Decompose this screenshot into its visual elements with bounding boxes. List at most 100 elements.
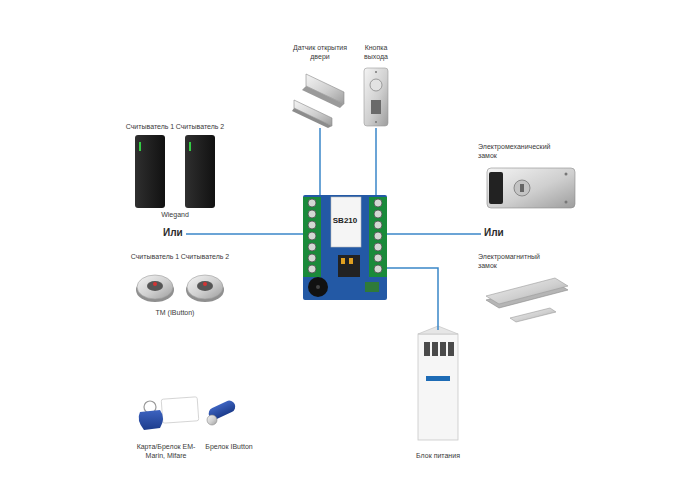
controller-illustration-part	[369, 197, 387, 277]
or-line-part	[186, 233, 303, 235]
wiegand-reader-illustration-part	[185, 135, 215, 208]
power-supply-illustration-part	[432, 342, 438, 356]
device-label: Считыватель 1	[126, 123, 175, 132]
power-supply-illustration-part	[440, 342, 446, 356]
electromechanical-lock-illustration-part	[514, 180, 530, 196]
wiegand-reader: Считыватель 1	[124, 123, 176, 210]
controller-illustration-part	[308, 277, 328, 297]
wire-connector	[387, 268, 438, 330]
electromechanical-lock-illustration-part	[487, 168, 575, 208]
electromechanical-lock-illustration-part	[489, 172, 503, 204]
terminal-screw-part	[308, 265, 316, 273]
wiegand-reader-illustration-part	[139, 142, 141, 151]
device-label: Брелок IButton	[205, 443, 252, 452]
terminal-screw-part	[308, 254, 316, 262]
wiegand-reader-illustration-part	[189, 142, 191, 151]
terminal-screw-part	[374, 243, 382, 251]
touch-memory-reader-illustration-part	[153, 282, 157, 286]
controller-board: SB210	[303, 195, 387, 300]
terminal-screw-part	[374, 221, 382, 229]
terminal-screw-part	[374, 232, 382, 240]
terminal-screw-part	[308, 232, 316, 240]
ibutton-fob-illustration	[207, 399, 237, 425]
terminal-screw-part	[308, 210, 316, 218]
terminal-screw-part	[308, 221, 316, 229]
exit-button: Кнопка выхода	[356, 44, 396, 128]
ibutton-fob: Брелок IButton	[200, 396, 258, 451]
device-label: Блок питания	[416, 452, 460, 461]
electromechanical-lock-illustration-part	[520, 184, 524, 192]
wiegand-reader-illustration-part	[135, 135, 165, 208]
touch-memory-reader-illustration-part	[147, 281, 163, 291]
power-supply-illustration-part	[426, 376, 450, 381]
interface-label: TM (IButton)	[156, 309, 195, 316]
controller-illustration-part	[365, 282, 379, 292]
touch-memory-reader-illustration-part	[203, 282, 207, 286]
wiegand-reader-illustration	[135, 135, 215, 208]
controller-illustration-part	[303, 195, 387, 300]
terminal-screw-part	[374, 254, 382, 262]
controller-illustration-part	[349, 258, 353, 264]
electromechanical-lock: Электромеханический замок	[478, 143, 578, 213]
controller-illustration-part	[338, 255, 360, 277]
device-label: Карта/Брелок EM-Marin, Mifare	[128, 443, 204, 460]
device-label: Датчик открытия двери	[292, 44, 348, 61]
card-fob-illustration-part	[161, 397, 199, 423]
device-label: Считыватель 2	[176, 123, 225, 132]
exit-button-illustration-part	[375, 71, 377, 73]
power-supply-illustration-part	[418, 334, 458, 440]
controller-illustration-part	[316, 285, 320, 289]
device-label: SB210	[333, 217, 357, 226]
terminal-screw-part	[308, 243, 316, 251]
power-supply-illustration-part	[418, 326, 458, 334]
card-fob: Карта/Брелок EM-Marin, Mifare	[128, 394, 204, 460]
touch-memory-reader-illustration	[136, 275, 224, 302]
card-fob-illustration-part	[139, 410, 163, 430]
exit-button-illustration-part	[375, 121, 377, 123]
power-supply-illustration	[418, 326, 458, 440]
alternative-label: Или	[163, 227, 183, 238]
controller-illustration-part	[341, 258, 345, 264]
terminal-screw-part	[308, 199, 316, 207]
device-label: Кнопка выхода	[356, 44, 396, 61]
wiegand-reader: Считыватель 2	[174, 123, 226, 210]
power-supply-illustration-part	[448, 342, 454, 356]
touch-memory-reader: Считыватель 1	[124, 253, 186, 303]
electromechanical-lock-illustration-part	[565, 173, 568, 176]
touch-memory-reader: Считыватель 2	[174, 253, 236, 303]
controller-illustration-part	[303, 197, 321, 277]
device-label: Считыватель 2	[181, 253, 230, 262]
terminal-screw-part	[374, 210, 382, 218]
card-fob-illustration	[139, 397, 199, 430]
door-sensor-illustration-part	[302, 86, 344, 108]
electromagnetic-lock: Электромагнитный замок	[478, 253, 578, 328]
controller-illustration	[303, 195, 387, 300]
wire-connector	[319, 128, 321, 195]
touch-memory-reader-illustration-part	[187, 275, 223, 299]
ibutton-fob-illustration-part	[207, 415, 217, 425]
electromagnetic-lock-illustration	[486, 278, 568, 322]
door-sensor-illustration	[292, 74, 344, 128]
door-sensor-illustration-part	[292, 108, 332, 128]
power-supply-illustration-part	[424, 342, 430, 356]
exit-button-illustration-part	[364, 68, 388, 126]
door-sensor: Датчик открытия двери	[292, 44, 348, 128]
electromagnetic-lock-illustration-part	[510, 308, 556, 322]
exit-button-illustration-part	[370, 79, 382, 91]
wire-connector	[375, 128, 377, 195]
terminal-screw-part	[374, 199, 382, 207]
power-supply: Блок питания	[413, 330, 463, 460]
device-label: Электромеханический замок	[478, 143, 538, 160]
exit-button-illustration	[364, 68, 388, 126]
exit-button-illustration-part	[371, 100, 381, 114]
touch-memory-reader-illustration-part	[197, 281, 213, 291]
alternative-label: Или	[484, 227, 504, 238]
controller-illustration-part	[331, 197, 361, 247]
electromagnetic-lock-illustration-part	[486, 278, 568, 304]
or-line-part	[387, 233, 481, 235]
interface-label: Wiegand	[161, 211, 189, 218]
